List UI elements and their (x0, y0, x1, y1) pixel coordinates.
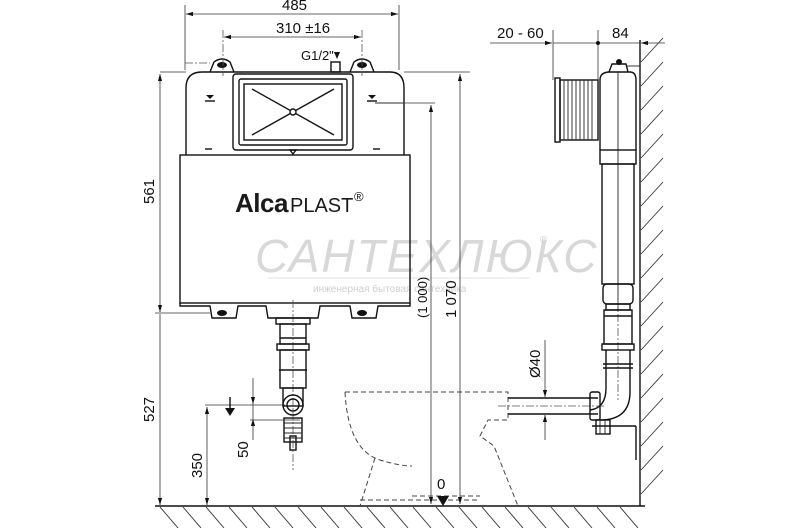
cistern-side-view (498, 30, 640, 460)
dim-height-reference: (1 000) (415, 277, 430, 318)
dim-tank-height: 561 (141, 179, 158, 204)
dim-floor-level: 0 (437, 476, 445, 493)
floor-hatching (155, 505, 645, 528)
dim-mount-spacing: 310 ±16 (276, 20, 330, 37)
watermark-name: САНТЕХЛЮКС (255, 230, 598, 282)
dim-outlet-height: 527 (141, 397, 158, 422)
watermark-mark: ® (540, 235, 548, 246)
watermark-tagline: инженерная бытовая сантехника (313, 283, 467, 295)
brand-alca: Alca (235, 188, 289, 218)
toilet-bowl-outline (344, 391, 519, 507)
dim-wall-gap: 20 - 60 (497, 25, 544, 42)
dim-supply-height: 350 (189, 453, 206, 478)
dim-inlet-thread: G1/2" (301, 48, 334, 63)
brand-mark: ® (354, 189, 364, 204)
dim-overall-width: 485 (282, 0, 307, 14)
dim-total-height: 1 070 (443, 280, 460, 318)
wall-hatching (639, 37, 664, 506)
watermark: САНТЕХЛЮКС ® инженерная бытовая сантехни… (255, 230, 598, 295)
dim-drain-diameter: Ø40 (527, 350, 544, 378)
dim-depth: 84 (612, 25, 629, 42)
dimensions: 485 310 ±16 G1/2" 561 527 350 50 (141, 0, 665, 506)
dim-supply-offset: 50 (235, 441, 252, 458)
front-drain-pipe (275, 300, 311, 470)
brand-plast: PLAST (290, 195, 353, 217)
